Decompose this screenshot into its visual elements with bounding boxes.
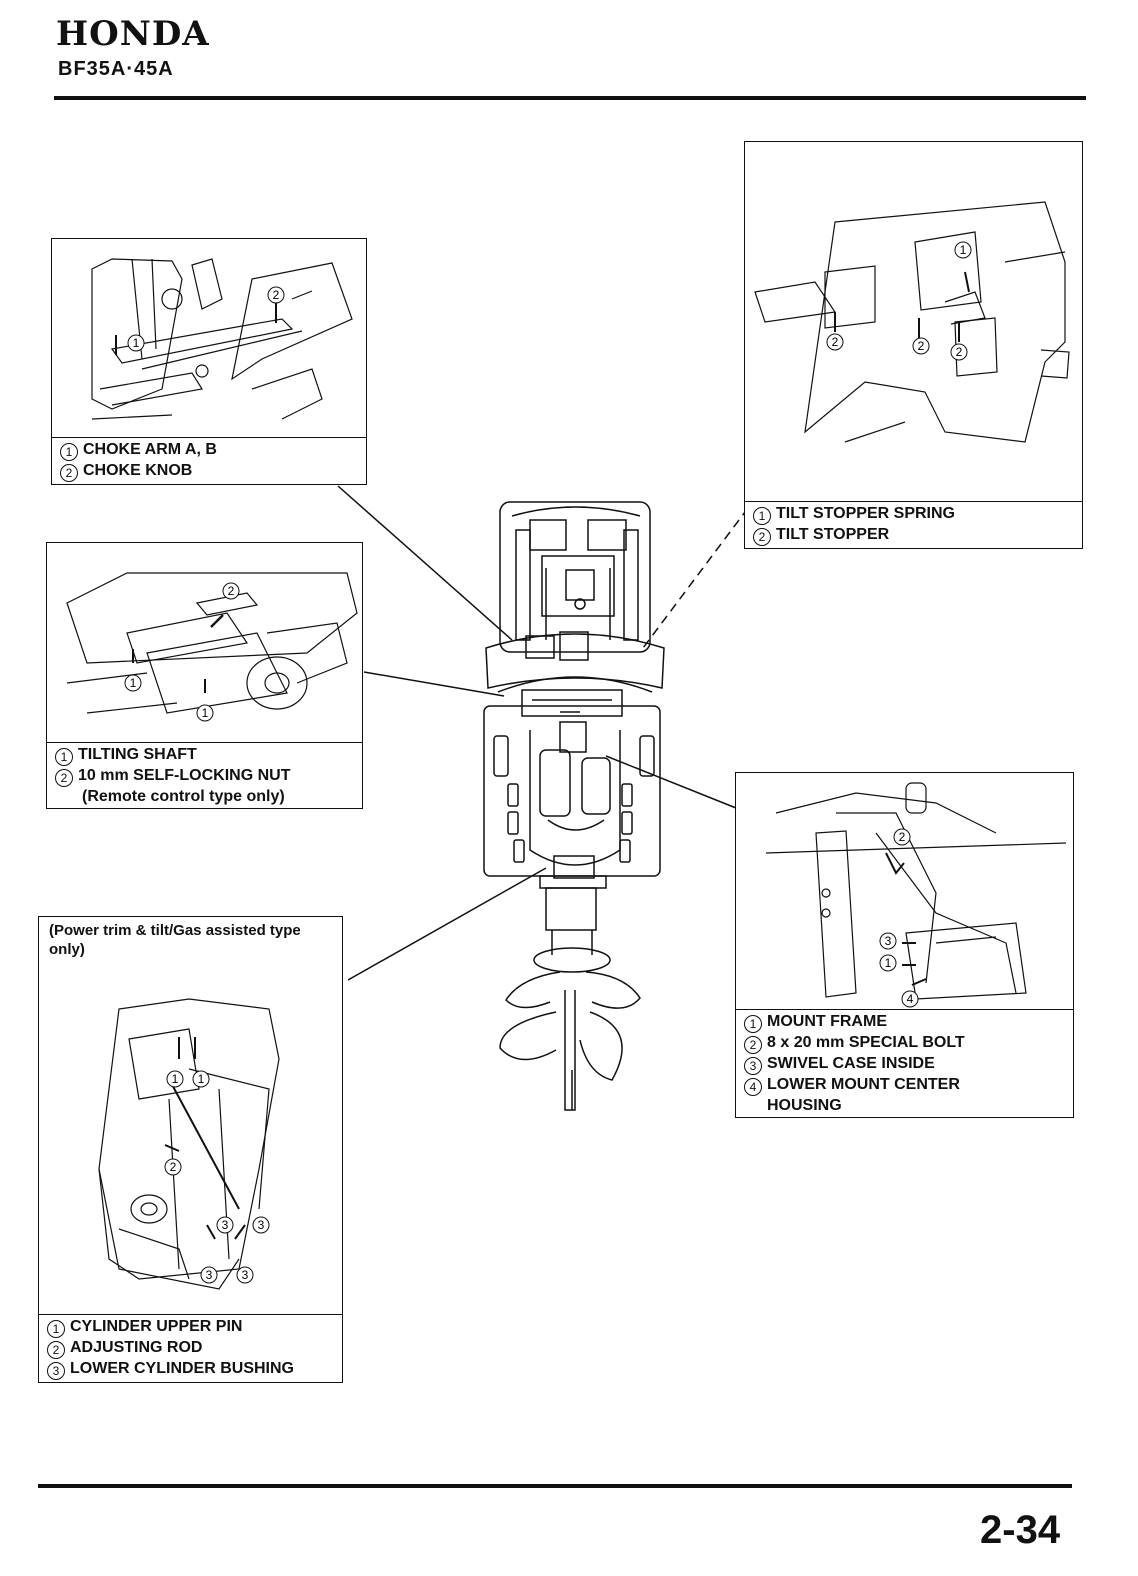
legend-text: LOWER CYLINDER BUSHING: [70, 1360, 294, 1377]
callout-2: 2: [832, 335, 839, 349]
legend-text: HOUSING: [767, 1096, 842, 1114]
callout-2: 2: [918, 339, 925, 353]
legend-text: 10 mm SELF-LOCKING NUT: [78, 766, 291, 784]
callout-3: 3: [206, 1268, 213, 1282]
callout-2: 2: [956, 345, 963, 359]
callout-2: 2: [170, 1160, 177, 1174]
legend-text: (Remote control type only): [82, 787, 285, 805]
callout-1: 1: [130, 676, 137, 690]
leader-line-choke: [337, 485, 513, 641]
legend-text: TILTING SHAFT: [78, 745, 197, 763]
legend-text: TILT STOPPER SPRING: [776, 505, 955, 522]
leader-line-tilt-stopper: [639, 507, 749, 653]
callout-2: 2: [899, 830, 906, 844]
legend-text: LOWER MOUNT CENTER: [767, 1075, 960, 1093]
callout-1: 1: [202, 706, 209, 720]
callout-2: 2: [228, 584, 235, 598]
callout-1: 1: [133, 336, 140, 350]
legend-text: TILT STOPPER: [776, 526, 890, 543]
tilt-stopper-illustration: 1 2 2 2: [745, 142, 1082, 502]
legend-text: 8 x 20 mm SPECIAL BOLT: [767, 1033, 965, 1051]
callout-3: 3: [222, 1218, 229, 1232]
leader-line-mount-frame: [605, 755, 737, 809]
brand-logo: HONDA: [56, 14, 210, 54]
legend-text: ADJUSTING ROD: [70, 1339, 203, 1356]
legend-text: SWIVEL CASE INSIDE: [767, 1054, 935, 1072]
tilting-shaft-illustration: 2 1 1: [47, 543, 362, 741]
choke-illustration: 1 2: [52, 239, 366, 437]
callout-3: 3: [258, 1218, 265, 1232]
callout-1: 1: [172, 1072, 179, 1086]
leader-line-cylinder: [347, 867, 547, 981]
callout-3: 3: [242, 1268, 249, 1282]
legend-text: CYLINDER UPPER PIN: [70, 1318, 243, 1335]
legend-text: CHOKE ARM A, B: [83, 441, 217, 458]
callout-1: 1: [885, 956, 892, 970]
cylinder-panel: (Power trim & tilt/Gas assisted type onl…: [38, 916, 343, 1383]
footer-rule: [38, 1484, 1072, 1488]
model-title: BF35A·45A: [58, 58, 174, 80]
callout-2: 2: [273, 288, 280, 302]
header-rule: [54, 96, 1086, 100]
mount-frame-illustration: 2 3 1 4: [736, 773, 1073, 1011]
callout-1: 1: [198, 1072, 205, 1086]
cylinder-illustration: 1 1 2 3 3 3 3: [39, 969, 342, 1309]
legend-text: MOUNT FRAME: [767, 1012, 887, 1030]
callout-3: 3: [885, 934, 892, 948]
leader-line-tilting-shaft: [363, 671, 505, 697]
callout-1: 1: [960, 243, 967, 257]
legend-text: CHOKE KNOB: [83, 462, 193, 479]
panel-note: (Power trim & tilt/Gas assisted type onl…: [49, 922, 301, 958]
page-number: 2-34: [980, 1508, 1061, 1552]
callout-4: 4: [907, 992, 914, 1006]
